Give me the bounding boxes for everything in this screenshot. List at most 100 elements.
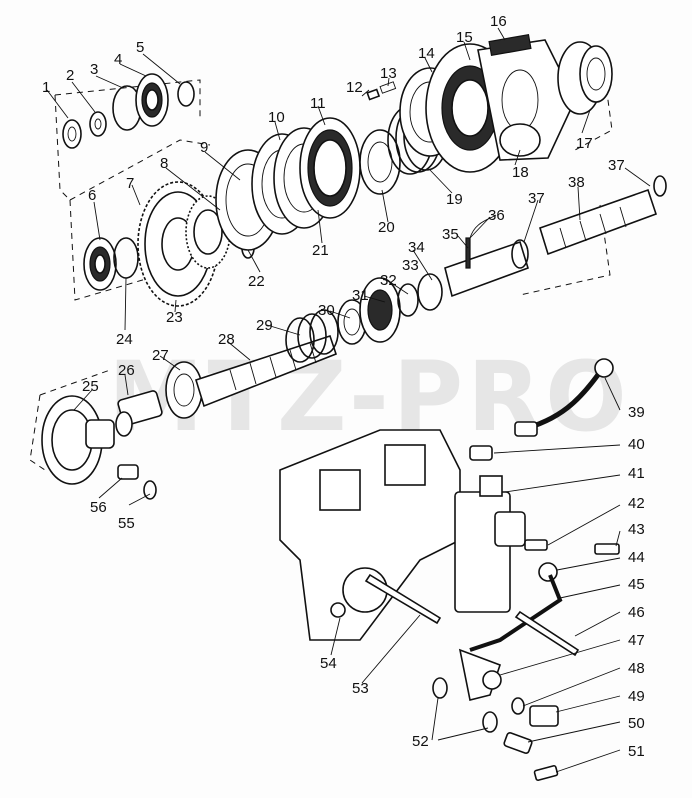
- callout-c1: 1: [42, 79, 50, 96]
- callout-c48: 48: [628, 660, 645, 677]
- callout-c31: 31: [352, 287, 369, 304]
- callout-c54: 54: [320, 655, 337, 672]
- callout-c9: 9: [200, 139, 208, 156]
- callout-c37a: 37: [528, 190, 545, 207]
- part-25-housing-flange: [41, 395, 115, 485]
- part-12-screw: [366, 88, 381, 101]
- callout-c41: 41: [628, 465, 645, 482]
- part-44-banjo: [538, 562, 558, 582]
- part-41-valve: [454, 475, 526, 613]
- part-54-control-housing: [279, 429, 461, 641]
- part-1-nut: [62, 119, 82, 149]
- part-49-sensor: [529, 705, 559, 727]
- callout-c39: 39: [628, 404, 645, 421]
- callout-c20: 20: [378, 219, 395, 236]
- callout-c13: 13: [380, 65, 397, 82]
- callout-c2: 2: [66, 67, 74, 84]
- part-50-union: [503, 732, 533, 754]
- callout-c24: 24: [116, 331, 133, 348]
- callout-c52: 52: [412, 733, 429, 750]
- callout-c27: 27: [152, 347, 169, 364]
- callout-c56: 56: [90, 499, 107, 516]
- callout-c23: 23: [166, 309, 183, 326]
- callout-c33: 33: [402, 257, 419, 274]
- callout-c44: 44: [628, 549, 645, 566]
- part-37-seal-ring-a: [511, 239, 529, 269]
- part-56-nipple: [117, 464, 139, 480]
- callout-c32: 32: [380, 272, 397, 289]
- part-55-washer: [143, 480, 157, 500]
- callout-c26: 26: [118, 362, 135, 379]
- callout-c6: 6: [88, 187, 96, 204]
- part-33-needle-bearing: [417, 273, 443, 311]
- part-18-hub: [499, 123, 541, 157]
- callout-c49: 49: [628, 688, 645, 705]
- callout-c22: 22: [248, 273, 265, 290]
- part-35-pin: [465, 237, 471, 269]
- callout-c18: 18: [512, 164, 529, 181]
- callout-c51: 51: [628, 743, 645, 760]
- part-4-bearing: [135, 73, 169, 127]
- callout-c16: 16: [490, 13, 507, 30]
- part-2-washer: [89, 111, 107, 137]
- part-53-lever: [364, 573, 442, 625]
- callout-c28: 28: [218, 331, 235, 348]
- callout-c50: 50: [628, 715, 645, 732]
- callout-c21: 21: [312, 242, 329, 259]
- callout-c11: 11: [310, 95, 326, 112]
- part-43-fitting: [594, 543, 620, 555]
- callout-c5: 5: [136, 39, 144, 56]
- part-32-snap-ring: [397, 283, 419, 317]
- callout-c4: 4: [114, 51, 122, 68]
- callout-c30: 30: [318, 302, 335, 319]
- callout-c40: 40: [628, 436, 645, 453]
- part-26-coupling: [115, 390, 163, 437]
- part-36-wire: [469, 214, 497, 239]
- callout-c47: 47: [628, 632, 645, 649]
- callout-c45: 45: [628, 576, 645, 593]
- part-20-piston: [359, 129, 401, 195]
- callout-c10: 10: [268, 109, 285, 126]
- callout-c8: 8: [160, 155, 168, 172]
- part-39-tube: [514, 358, 614, 437]
- part-29-spring: [285, 309, 339, 363]
- part-5-sleeve: [177, 81, 195, 107]
- part-40-fitting: [469, 445, 493, 461]
- callout-c37b: 37: [608, 157, 625, 174]
- callout-c35: 35: [442, 226, 459, 243]
- part-17-seal-sleeve: [557, 41, 613, 115]
- callout-c34: 34: [408, 239, 425, 256]
- callout-c36: 36: [488, 207, 505, 224]
- part-24-ring: [113, 237, 139, 279]
- callout-c53: 53: [352, 680, 369, 697]
- callout-c15: 15: [456, 29, 473, 46]
- part-46-rod: [514, 610, 580, 657]
- part-52-gasket: [432, 677, 498, 733]
- part-42-bolt: [524, 539, 548, 551]
- callout-c25: 25: [82, 378, 99, 395]
- part-6-bearing: [83, 237, 117, 291]
- part-34-pto-shaft: [444, 240, 529, 298]
- callout-c3: 3: [90, 61, 98, 78]
- part-11-friction-disc: [299, 117, 361, 219]
- part-28-shaft: [195, 334, 337, 408]
- callout-c14: 14: [418, 45, 435, 62]
- callout-c12: 12: [346, 79, 363, 96]
- part-16-drum: [477, 33, 576, 161]
- part-37-seal-ring-b: [653, 175, 667, 197]
- callout-c46: 46: [628, 604, 645, 621]
- part-27-hub: [165, 361, 203, 419]
- callout-c38: 38: [568, 174, 585, 191]
- callout-c19: 19: [446, 191, 463, 208]
- part-48-washer: [511, 697, 525, 715]
- callout-c17: 17: [576, 135, 593, 152]
- leader-lines: [46, 27, 651, 773]
- upper-assembly-frame: [54, 77, 613, 301]
- callout-c55: 55: [118, 515, 135, 532]
- part-13-spring-pin: [379, 81, 397, 94]
- callout-c7: 7: [126, 175, 134, 192]
- part-51-screw: [533, 764, 559, 782]
